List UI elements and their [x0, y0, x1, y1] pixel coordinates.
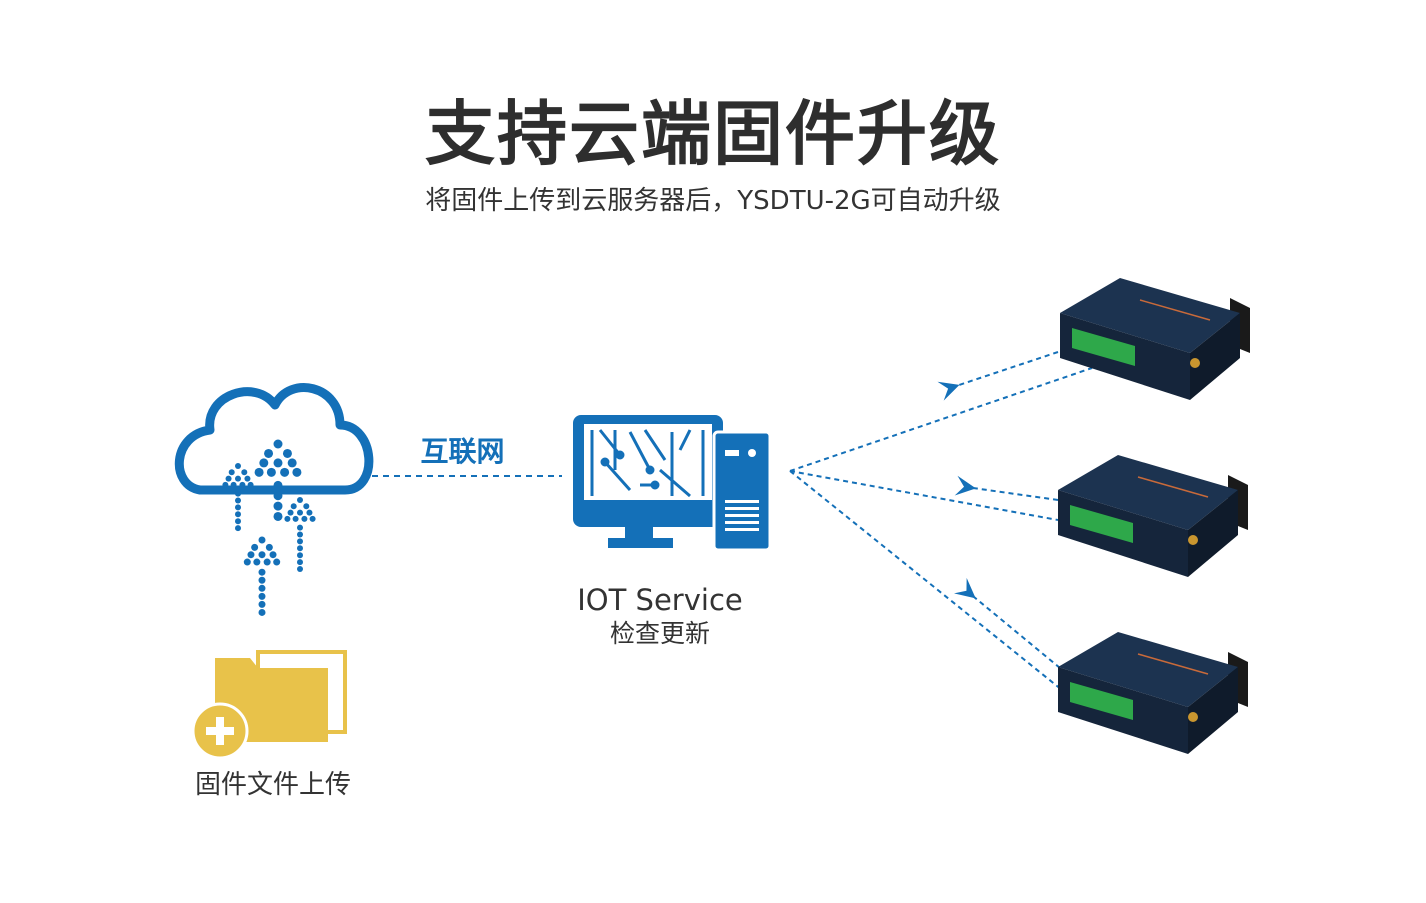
device-image	[1060, 278, 1250, 400]
internet-label: 互联网	[420, 435, 505, 468]
device-image	[1058, 632, 1248, 754]
server-label: IOT Service 检查更新	[540, 583, 780, 651]
folder-add-icon	[191, 650, 347, 760]
upload-label: 固件文件上传	[194, 770, 351, 800]
server-label-action: 检查更新	[609, 619, 710, 648]
computer-icon	[573, 415, 772, 552]
device-image	[1058, 455, 1248, 577]
page-subtitle: 将固件上传到云服务器后，YSDTU-2G可自动升级	[425, 186, 1001, 216]
page-title: 支持云端固件升级	[425, 93, 1001, 175]
server-label-name: IOT Service	[577, 583, 743, 617]
cloud-upload-icon	[174, 383, 374, 616]
device-links	[789, 351, 1093, 691]
